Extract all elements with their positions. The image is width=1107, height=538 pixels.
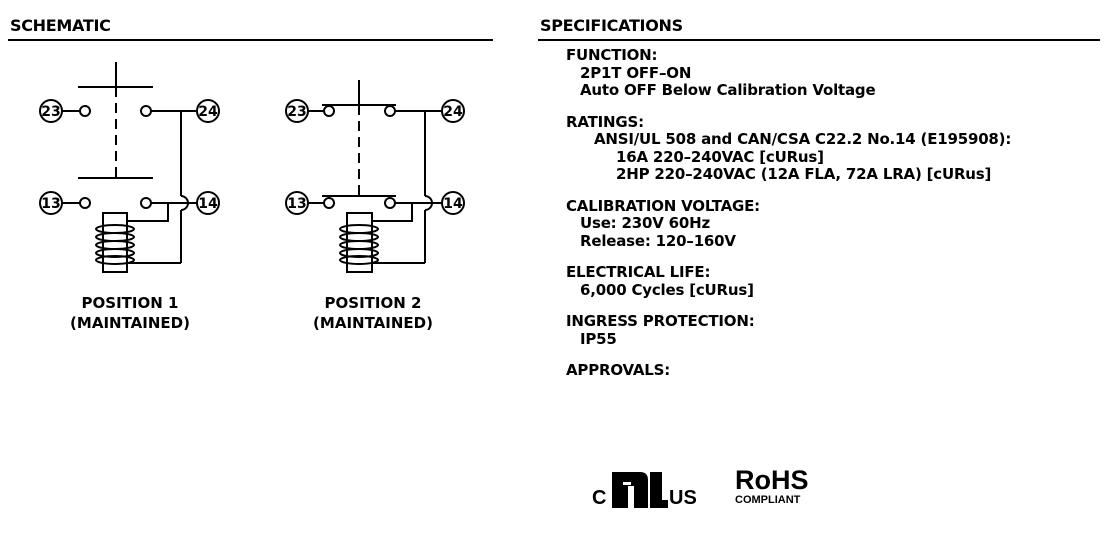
spec-line: 16A 220–240VAC [cURus] [616, 147, 824, 166]
schematic-divider [8, 39, 493, 41]
position-2-caption: POSITION 2 (MAINTAINED) [293, 293, 453, 333]
ingress-section: INGRESS PROTECTION: IP55 [566, 312, 1011, 348]
position-mode: (MAINTAINED) [70, 314, 190, 332]
terminal-23: 23 [287, 104, 306, 120]
position-mode: (MAINTAINED) [313, 314, 433, 332]
section-heading: APPROVALS: [566, 361, 671, 379]
terminal-13: 13 [41, 196, 60, 212]
spec-line: 2HP 220–240VAC (12A FLA, 72A LRA) [cURus… [616, 165, 992, 183]
approvals-section: APPROVALS: [566, 361, 1011, 380]
terminal-23: 23 [41, 104, 60, 120]
terminal-24: 24 [443, 104, 463, 120]
specifications-title: SPECIFICATIONS [540, 16, 683, 35]
spec-line: Auto OFF Below Calibration Voltage [580, 81, 876, 99]
position-1-diagram [39, 62, 220, 273]
specifications-list: FUNCTION: 2P1T OFF–ON Auto OFF Below Cal… [566, 46, 1012, 380]
spec-line: 6,000 Cycles [cURus] [580, 280, 754, 299]
terminal-14: 14 [198, 196, 218, 212]
spec-line: 2P1T OFF–ON [580, 63, 692, 82]
spec-line: Release: 120–160V [580, 231, 736, 250]
section-heading: FUNCTION: [566, 46, 658, 64]
schematic-title: SCHEMATIC [10, 16, 111, 35]
position-label: POSITION 2 [324, 294, 422, 312]
coil-icon [95, 224, 135, 265]
spec-line: Use: 230V 60Hz [580, 214, 711, 232]
terminal-13: 13 [287, 196, 306, 212]
ur-mark-icon [612, 472, 668, 508]
coil-icon [339, 224, 379, 265]
terminal-14: 14 [443, 196, 463, 212]
section-heading: ELECTRICAL LIFE: [566, 263, 711, 281]
calibration-section: CALIBRATION VOLTAGE: Use: 230V 60Hz Rele… [566, 196, 1011, 251]
section-heading: INGRESS PROTECTION: [566, 312, 755, 330]
position-1-caption: POSITION 1 (MAINTAINED) [50, 293, 210, 333]
electrical-life-section: ELECTRICAL LIFE: 6,000 Cycles [cURus] [566, 263, 1011, 299]
spec-line: IP55 [580, 329, 617, 348]
section-heading: RATINGS: [566, 112, 644, 131]
cul-us-logo: C US [592, 470, 712, 510]
ratings-section: RATINGS: ANSI/UL 508 and CAN/CSA C22.2 N… [566, 112, 1012, 184]
schematic-diagram: 23 24 13 14 23 24 13 14 [39, 62, 465, 273]
position-label: POSITION 1 [81, 294, 179, 312]
spec-line: ANSI/UL 508 and CAN/CSA C22.2 No.14 (E19… [594, 130, 1012, 148]
terminal-24: 24 [198, 104, 218, 120]
rohs-logo: RoHS COMPLIANT [735, 465, 809, 507]
position-2-diagram [285, 80, 465, 273]
function-section: FUNCTION: 2P1T OFF–ON Auto OFF Below Cal… [566, 46, 1011, 100]
section-heading: CALIBRATION VOLTAGE: [566, 196, 760, 215]
specifications-divider [538, 39, 1100, 41]
